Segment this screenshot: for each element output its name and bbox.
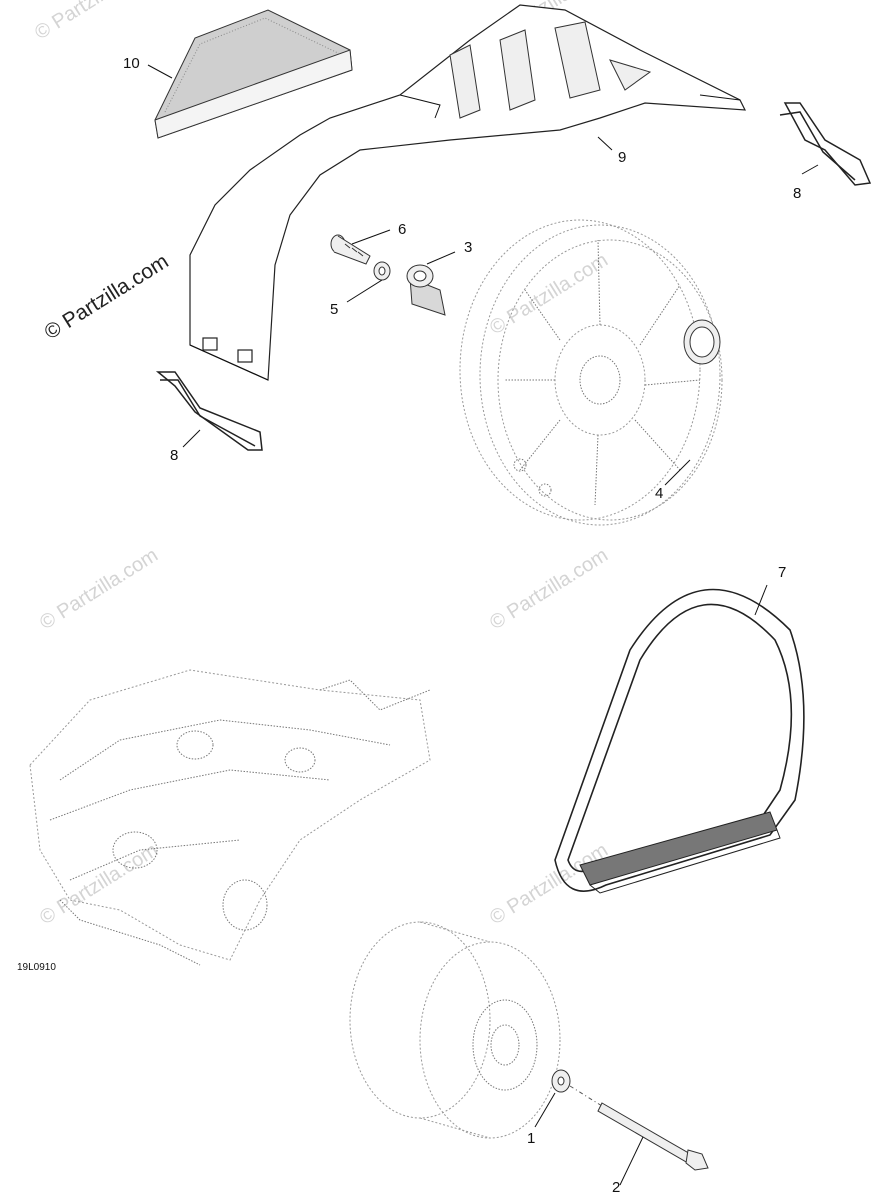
callout-8-right: 8 <box>793 185 801 202</box>
part-7-belt <box>554 588 805 894</box>
part-10-pad <box>154 9 353 139</box>
part-4-seal <box>683 319 721 365</box>
part-1-washer <box>551 1069 571 1093</box>
callout-10: 10 <box>123 55 140 72</box>
part-8-clip-right <box>779 102 872 186</box>
watermark-main: © Partzilla.com <box>40 250 172 344</box>
callout-6: 6 <box>398 221 406 238</box>
part-6-bolt <box>330 234 371 265</box>
callout-3: 3 <box>464 239 472 256</box>
bolt-axis-line <box>569 1085 603 1107</box>
part-8-clip-left <box>155 371 263 451</box>
watermark-mid-left: © Partzilla.com <box>36 544 162 634</box>
drive-pulley-ghost <box>349 921 561 1139</box>
callout-1: 1 <box>527 1130 535 1147</box>
callout-9: 9 <box>618 149 626 166</box>
engine-ghost <box>29 669 431 966</box>
part-2-bolt <box>597 1102 709 1171</box>
driven-pulley-ghost <box>459 219 723 526</box>
leader-lines <box>147 64 819 1186</box>
part-3-bushing <box>406 264 446 316</box>
watermark-top-left: © Partzilla.com <box>31 0 157 44</box>
diagram-code: 19L0910 <box>17 962 56 973</box>
part-9-guard <box>189 4 747 381</box>
callout-7: 7 <box>778 564 786 581</box>
callout-4: 4 <box>655 485 663 502</box>
callout-8-left: 8 <box>170 447 178 464</box>
watermark-low-left: © Partzilla.com <box>36 839 162 929</box>
watermark-mid-right: © Partzilla.com <box>486 544 612 634</box>
callout-2: 2 <box>612 1179 620 1196</box>
callout-5: 5 <box>330 301 338 318</box>
part-5-washer <box>373 261 391 281</box>
